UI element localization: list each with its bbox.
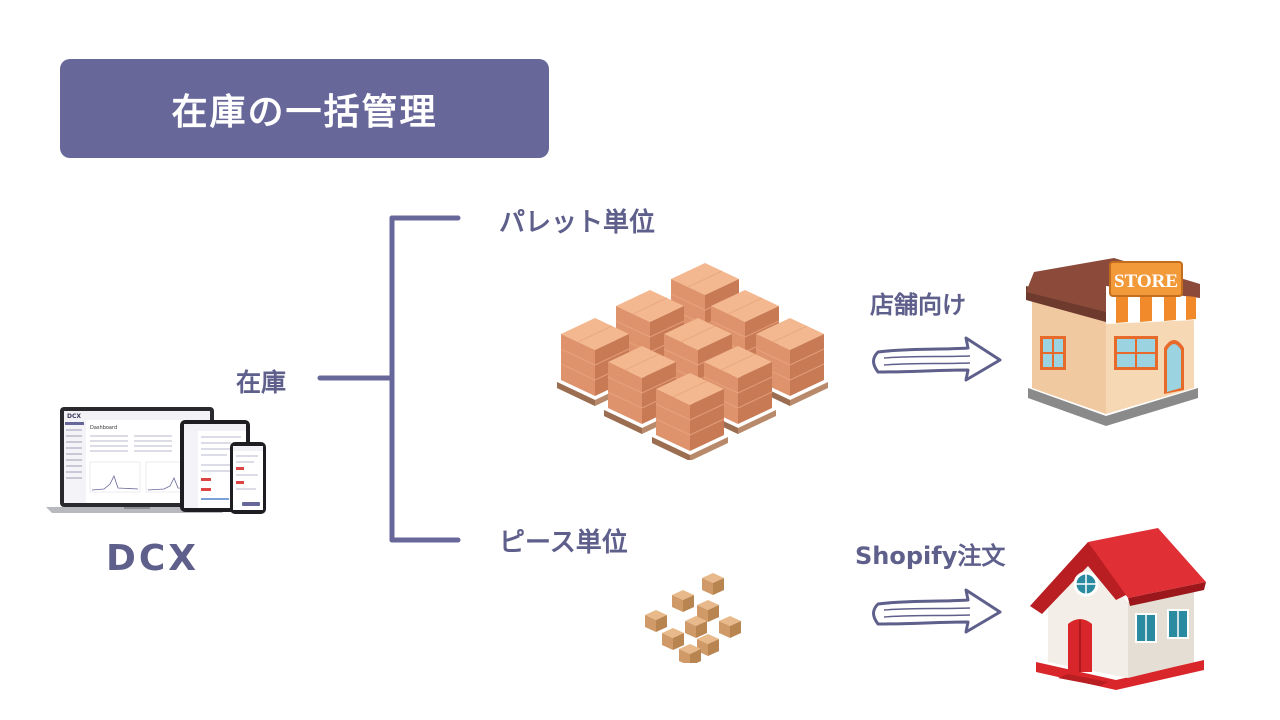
piece-unit-label: ピース単位: [499, 528, 628, 558]
pallet-unit-label: パレット単位: [499, 208, 656, 238]
shopify-arrow-icon: [872, 588, 1002, 634]
store-arrow-icon: [872, 336, 1002, 382]
title-banner: 在庫の一括管理: [60, 59, 549, 158]
pallet-boxes-image: [556, 262, 829, 460]
stock-label: 在庫: [236, 368, 287, 397]
mockup-brand: DCX: [67, 413, 81, 420]
store-building-image: STORE: [1026, 258, 1200, 426]
dcx-label: DCX: [106, 538, 200, 579]
house-image: [1030, 528, 1206, 690]
page-title: 在庫の一括管理: [171, 91, 438, 133]
shopify-destination-label: Shopify注文: [855, 542, 1006, 570]
store-destination-label: 店舗向け: [870, 291, 966, 319]
mockup-heading: Dashboard: [90, 425, 117, 431]
piece-boxes-image: [645, 573, 741, 663]
device-mockups-image: DCX Dashboard: [46, 407, 266, 514]
store-sign-text: STORE: [1114, 271, 1178, 292]
